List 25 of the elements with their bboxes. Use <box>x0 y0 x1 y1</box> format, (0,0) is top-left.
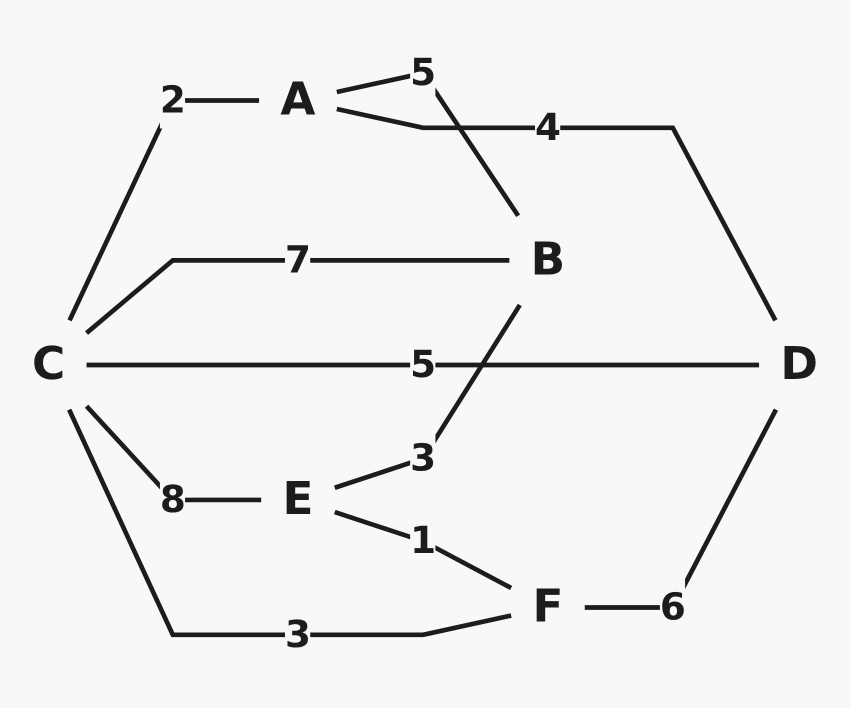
edge-label: 3 <box>284 612 311 656</box>
edge-label: 4 <box>534 105 561 150</box>
edge-label: 5 <box>410 342 436 386</box>
edge-label: 6 <box>660 584 686 629</box>
edge-label: 3 <box>410 436 436 480</box>
node-text: E <box>282 472 314 526</box>
connector <box>86 362 760 368</box>
connector <box>67 408 512 638</box>
node-text: A <box>280 73 316 126</box>
connector <box>584 408 778 610</box>
node-text: D <box>780 338 818 391</box>
node-text: F <box>532 580 564 634</box>
connector <box>67 98 260 322</box>
edge-label: 2 <box>160 78 186 122</box>
edge-label: 1 <box>410 518 436 563</box>
edge-label: 5 <box>410 50 436 94</box>
connector <box>334 510 512 590</box>
connector <box>336 106 778 322</box>
node-text: C <box>32 338 66 391</box>
node-text: B <box>530 233 566 286</box>
connector <box>85 258 510 335</box>
edge-label: 7 <box>284 238 311 282</box>
connector <box>334 304 522 490</box>
connector <box>336 70 520 218</box>
edge-label: 8 <box>160 477 186 522</box>
